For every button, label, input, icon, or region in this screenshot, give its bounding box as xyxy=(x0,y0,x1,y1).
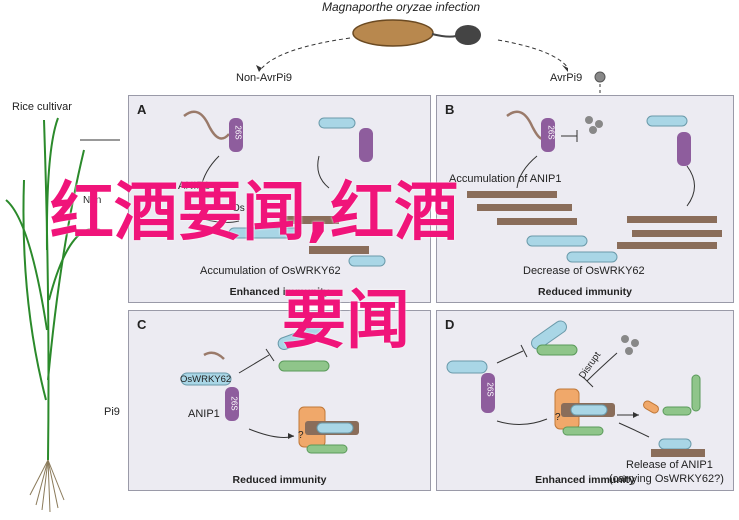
panel-d-question: ? xyxy=(555,412,561,423)
panel-c: C OsWRKY62 ANIP1 26S ? Reduced immunity xyxy=(128,310,431,491)
proteasome-icon-2 xyxy=(677,132,691,166)
avrpi9-effector-icon xyxy=(594,71,606,83)
panel-d-26s: 26S xyxy=(485,382,495,397)
panel-c-svg xyxy=(180,324,359,454)
panel-d: D Disrupt 26S ? Release of ANIP1 (carryi… xyxy=(436,310,734,491)
proteasome-icon xyxy=(225,387,239,421)
pi9-label: Pi9 xyxy=(104,406,120,418)
rice-plant-icon xyxy=(5,117,101,461)
panel-a-accumulation: Accumulation of OsWRKY62 xyxy=(200,265,341,277)
panel-b-svg xyxy=(467,110,722,263)
panel-d-release-line2: (carrying OsWRKY62?) xyxy=(609,473,724,485)
panel-d-svg xyxy=(446,320,705,457)
panel-c-wrky: OsWRKY62 xyxy=(180,374,232,385)
panel-b: B Accumulation of ANIP1 26S Decrease of … xyxy=(436,95,734,303)
panel-b-26s: 26S xyxy=(546,125,556,140)
spore-icon xyxy=(352,19,434,47)
wrky-protein xyxy=(180,372,232,386)
panel-b-decrease: Decrease of OsWRKY62 xyxy=(523,265,645,277)
panel-a-svg xyxy=(183,110,386,267)
panel-b-caption: Reduced immunity xyxy=(538,286,632,298)
panel-a-caption: Enhanced immunity xyxy=(229,286,330,298)
right-branch-arrow xyxy=(497,39,569,69)
proteasome-icon-2 xyxy=(359,128,373,162)
overlay-text-line2: 要闻 xyxy=(282,284,410,358)
panel-c-letter: C xyxy=(137,317,147,332)
panel-b-letter: B xyxy=(445,102,455,117)
panel-d-release-line1: Release of ANIP1 xyxy=(626,459,713,471)
panel-a-anip1: ANIP1 xyxy=(178,180,210,192)
wrky-protein xyxy=(228,227,300,239)
panel-a-partial-mid: Os xyxy=(232,203,245,214)
panel-a: A ANIP1 26S Non Os Accumulation of OsWRK… xyxy=(83,95,431,303)
left-branch-arrow xyxy=(261,37,351,69)
appressorium-icon xyxy=(455,25,481,45)
panel-a-letter: A xyxy=(137,102,147,117)
anip1-bar xyxy=(279,216,339,224)
non-avrpi9-label: Non-AvrPi9 xyxy=(236,72,293,84)
panel-c-caption: Reduced immunity xyxy=(232,474,327,486)
proteasome-icon xyxy=(541,118,555,152)
avrpi9-label: AvrPi9 xyxy=(550,72,583,84)
panel-c-question: ? xyxy=(298,430,304,441)
panel-d-caption: Enhanced immunity xyxy=(535,474,635,486)
panel-c-26s: 26S xyxy=(229,396,239,411)
panel-a-partial-left: Non xyxy=(83,195,102,206)
overlay-text-line1: 红酒要闻,红酒 xyxy=(50,176,459,250)
proteasome-icon xyxy=(481,373,495,413)
pathogen-title: Magnaporthe oryzae infection xyxy=(322,0,481,14)
panel-d-letter: D xyxy=(445,317,455,332)
proteasome-icon xyxy=(229,118,243,152)
rice-roots-icon xyxy=(29,459,65,513)
panel-a-26s: 26S xyxy=(233,125,243,140)
rice-cultivar-label: Rice cultivar xyxy=(12,101,72,113)
panel-b-accumulation: Accumulation of ANIP1 xyxy=(449,173,562,185)
panel-c-anip1: ANIP1 xyxy=(188,408,220,420)
